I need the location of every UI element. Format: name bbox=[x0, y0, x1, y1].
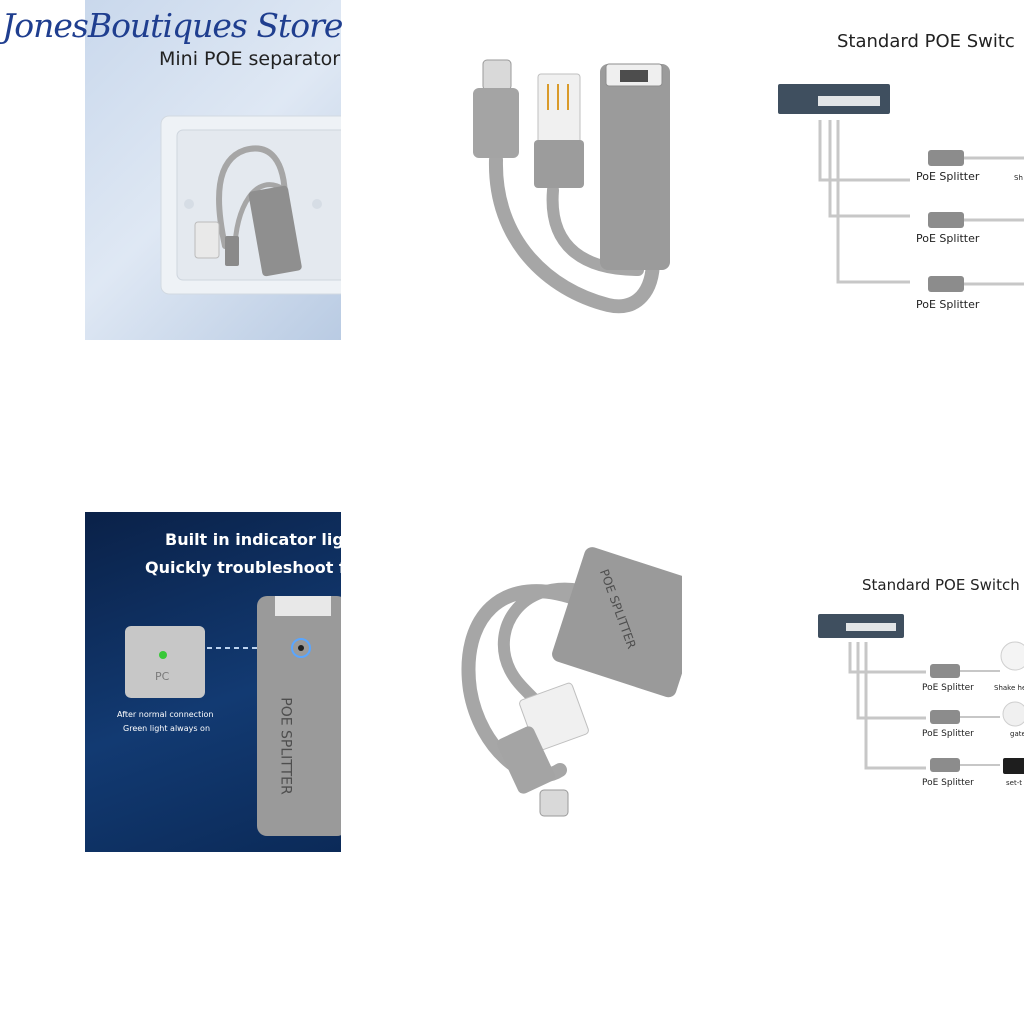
product-image-indicator-light[interactable]: Built in indicator light Quickly trouble… bbox=[85, 512, 341, 852]
caption-connection: After normal connection bbox=[117, 710, 214, 719]
inset-text: PC bbox=[155, 670, 170, 683]
splitter-angle-illustration bbox=[461, 547, 682, 817]
tile-title: Standard POE Switc bbox=[837, 31, 1015, 52]
splitter-label: PoE Splitter bbox=[922, 683, 974, 693]
splitter-label: PoE Splitter bbox=[916, 170, 980, 183]
headline-indicator: Built in indicator light bbox=[165, 530, 341, 549]
diagram-standard-poe-switch-bottom[interactable]: Standard POE Switch PoE Splitter PoE Spl… bbox=[800, 560, 1024, 810]
poe-topology-diagram: PoE Splitter PoE Splitter PoE Splitter S… bbox=[778, 84, 1024, 311]
product-image-splitter-front[interactable] bbox=[428, 40, 700, 330]
device-label: gate bbox=[1010, 730, 1024, 738]
product-image-splitter-angle[interactable]: POE SPLITTER bbox=[440, 540, 682, 830]
splitter-label: PoE Splitter bbox=[916, 232, 980, 245]
tile-title: Mini POE separator bbox=[159, 48, 341, 70]
splitter-label: PoE Splitter bbox=[922, 729, 974, 739]
product-image-mini-poe-separator[interactable]: Mini POE separator bbox=[85, 0, 341, 340]
device-label: Sh bbox=[1014, 174, 1023, 182]
diagram-standard-poe-switch-top[interactable]: Standard POE Switc PoE Splitter PoE Spli… bbox=[770, 20, 1024, 320]
wall-box-illustration bbox=[160, 115, 341, 295]
splitter-label: PoE Splitter bbox=[916, 298, 980, 311]
indicator-illustration bbox=[125, 596, 341, 836]
body-text: POE SPLITTER bbox=[277, 697, 294, 795]
device-label: set-t bbox=[1006, 779, 1022, 787]
tile-title: Standard POE Switch bbox=[862, 576, 1020, 594]
headline-troubleshoot: Quickly troubleshoot faul bbox=[145, 558, 341, 577]
caption-green-light: Green light always on bbox=[123, 724, 211, 733]
splitter-illustration bbox=[473, 59, 670, 314]
store-name: JonesBoutiques Store bbox=[2, 6, 343, 45]
poe-topology-diagram: PoE Splitter PoE Splitter PoE Splitter S… bbox=[818, 614, 1024, 788]
splitter-label: PoE Splitter bbox=[922, 778, 974, 788]
device-label: Shake hea bbox=[994, 684, 1024, 692]
